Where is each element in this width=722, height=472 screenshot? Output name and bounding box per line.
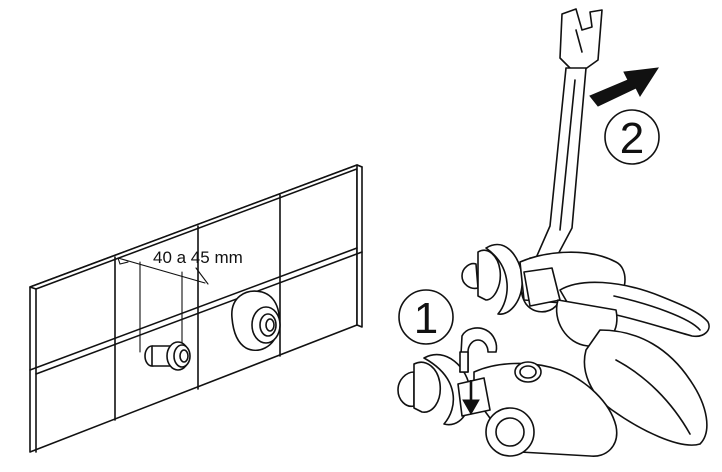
step-1-label: 1 bbox=[414, 294, 438, 343]
mixer-faucet-icon bbox=[397, 243, 710, 457]
washer-icon bbox=[514, 361, 542, 383]
step-marker-2: 2 bbox=[604, 109, 660, 165]
wall-escutcheon-icon bbox=[231, 290, 281, 352]
measurement-label: 40 a 45 mm bbox=[153, 248, 243, 267]
measurement-lines bbox=[117, 257, 209, 353]
down-arrow-icon bbox=[462, 380, 480, 416]
wall-tile-panel-icon bbox=[29, 164, 363, 453]
wall-connector-icon bbox=[144, 341, 191, 371]
step-2-label: 2 bbox=[620, 114, 644, 163]
arrow-icon bbox=[589, 67, 659, 107]
step-marker-1: 1 bbox=[398, 289, 454, 345]
clip-icon bbox=[459, 327, 498, 373]
